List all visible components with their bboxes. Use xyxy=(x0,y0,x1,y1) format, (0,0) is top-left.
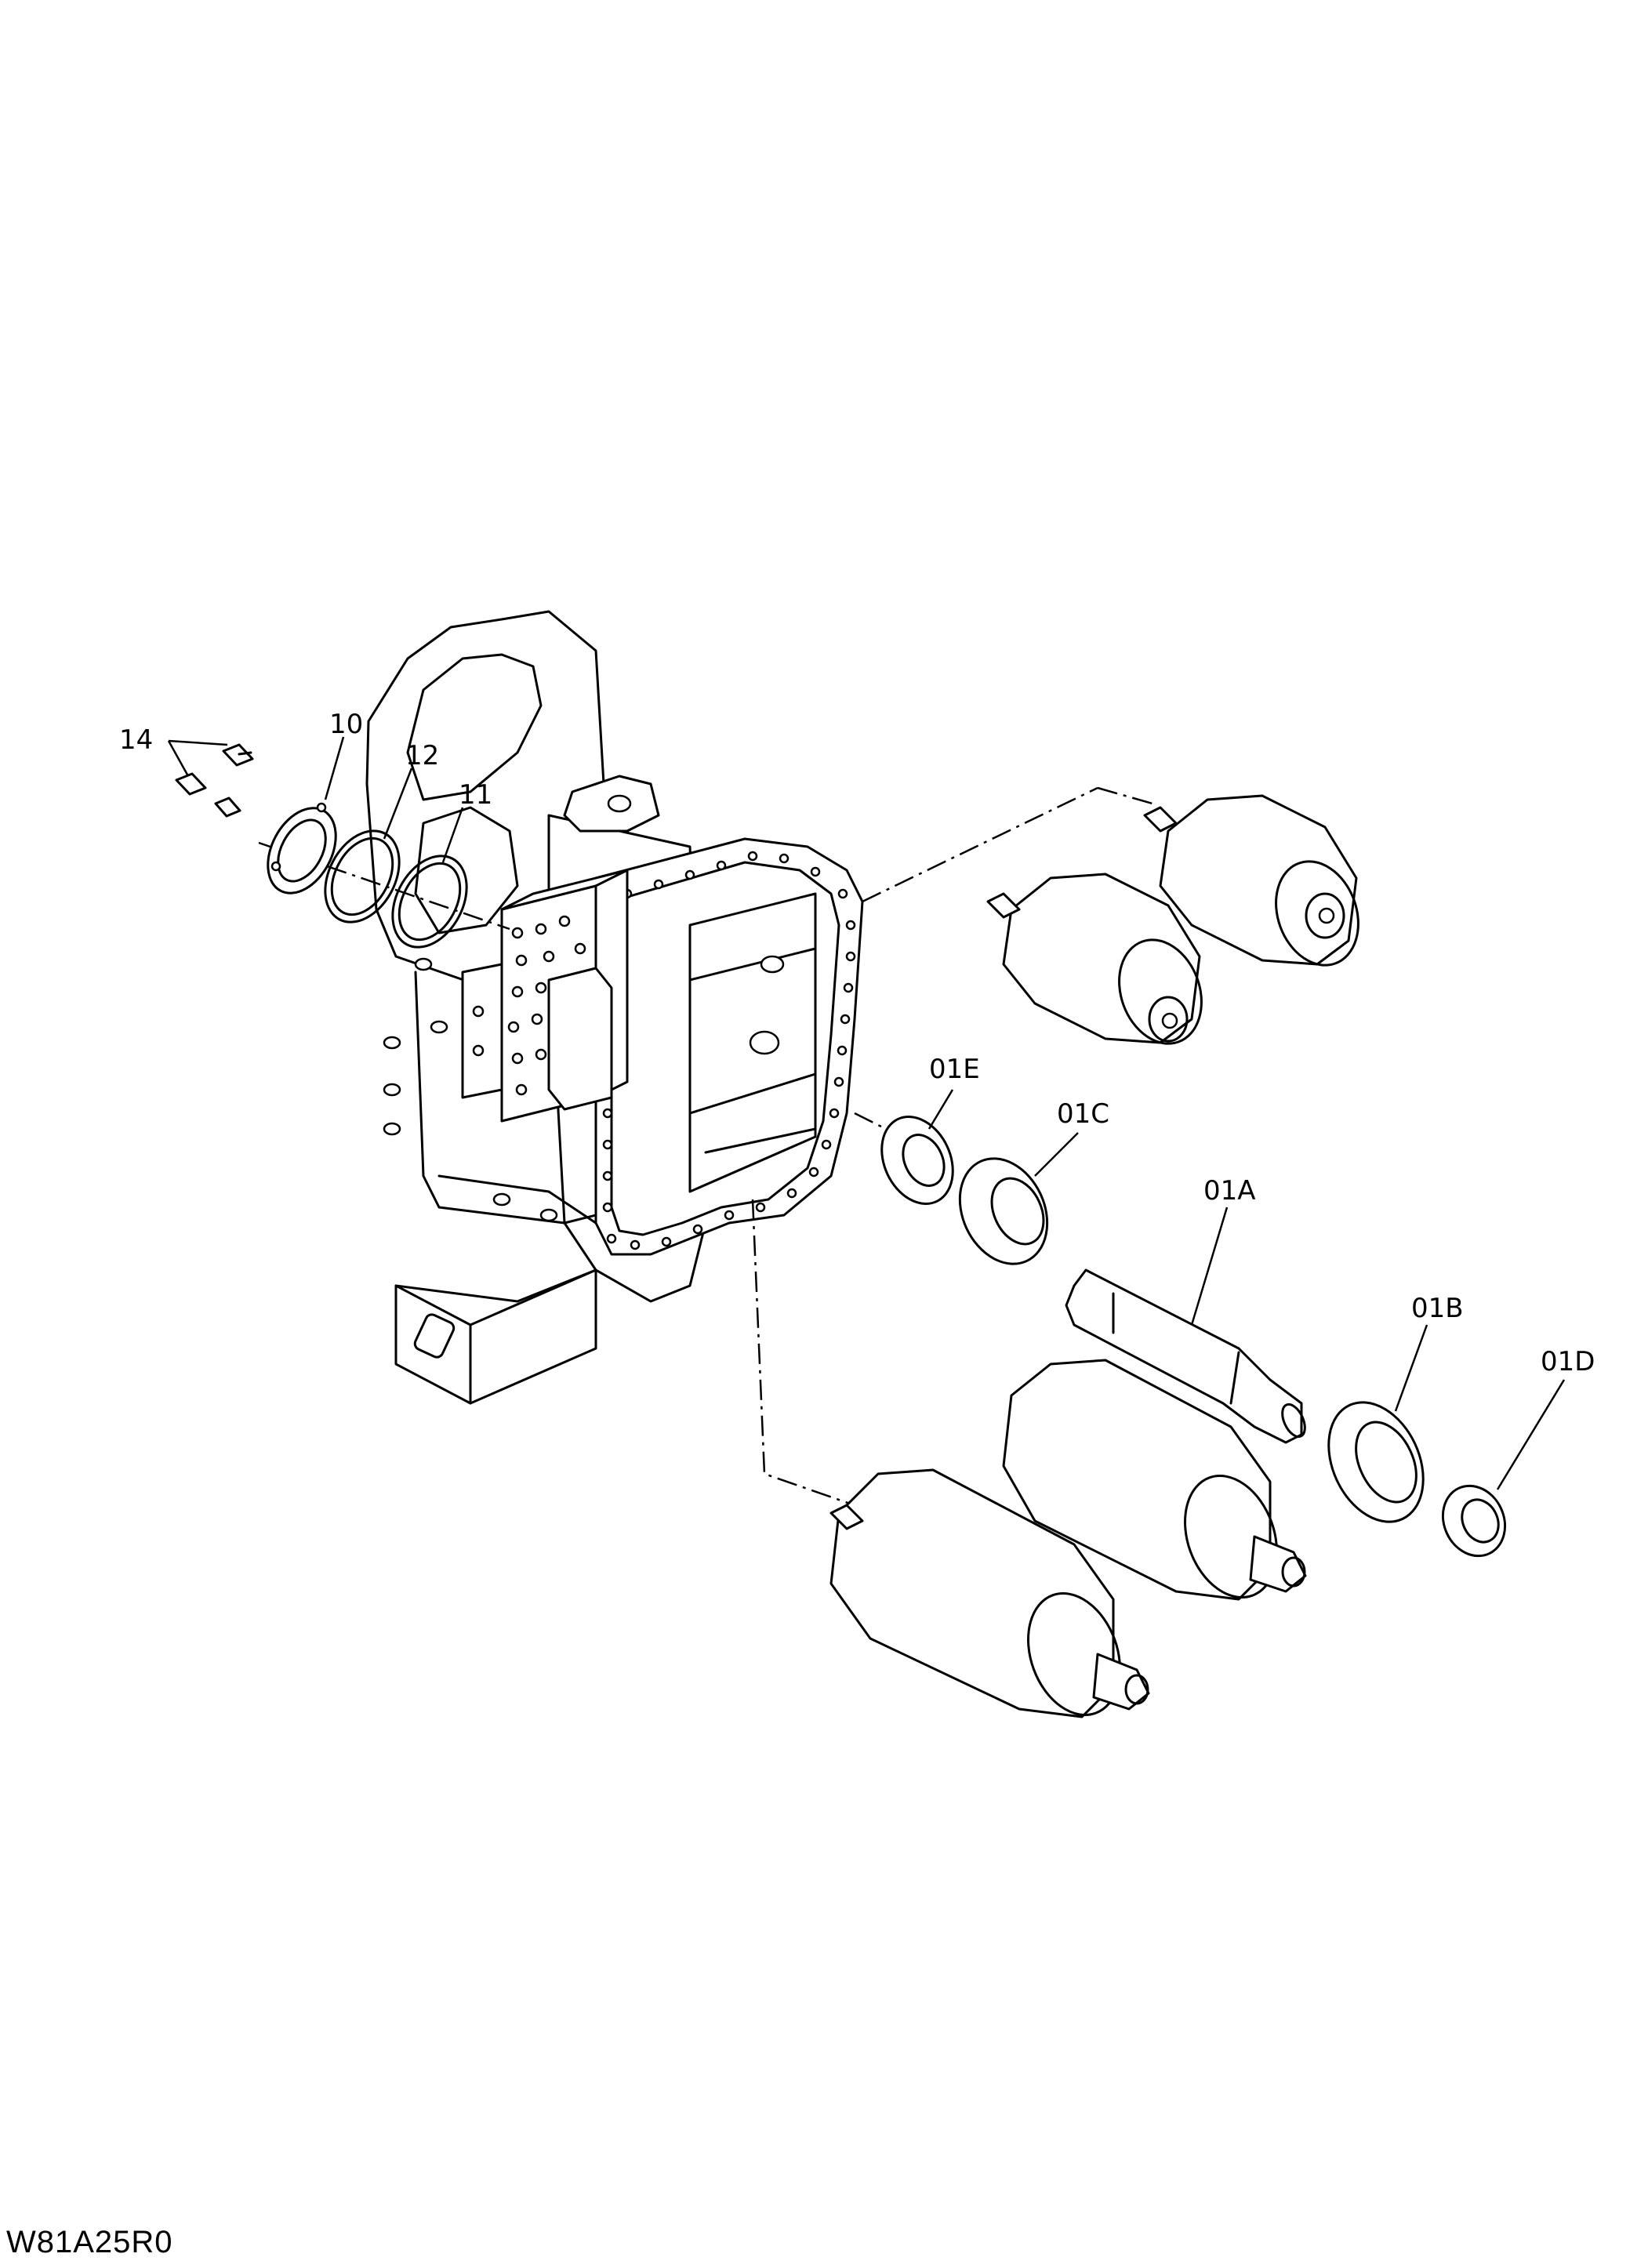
clutch-pack-bottom-center xyxy=(1002,1359,1307,1601)
seal-01D xyxy=(1441,1484,1507,1558)
callout-11: 11 xyxy=(459,779,492,811)
callout-01C: 01C xyxy=(1057,1098,1109,1130)
callout-01A: 01A xyxy=(1203,1175,1256,1207)
clutch-pack-top-right xyxy=(1143,794,1359,967)
bolt-14 xyxy=(175,743,254,818)
bearing-01B xyxy=(1327,1401,1425,1523)
bearing-01E xyxy=(880,1116,954,1205)
valve-block-ports xyxy=(472,915,586,1096)
drawing-code: W81A25R0 xyxy=(6,2225,173,2259)
callout-14: 14 xyxy=(119,724,153,756)
callout-10: 10 xyxy=(329,709,363,740)
callout-01D: 01D xyxy=(1541,1346,1595,1377)
shaft-01A xyxy=(1065,1268,1306,1444)
callout-01B: 01B xyxy=(1411,1293,1464,1324)
gasket-12 xyxy=(324,829,401,924)
callout-labels: 14 10 12 11 01E 01C 01A 01B 01D xyxy=(119,709,1595,1377)
callout-12: 12 xyxy=(405,740,439,771)
clutch-pack-bottom-left xyxy=(829,1468,1150,1718)
callout-01E: 01E xyxy=(929,1054,980,1085)
bearing-01C xyxy=(958,1157,1049,1265)
gasket-11 xyxy=(391,855,468,949)
callout-leaders xyxy=(167,736,1566,1490)
cover-plate-10 xyxy=(267,802,337,894)
control-valve-block xyxy=(461,869,629,1123)
housing-side-bosses xyxy=(383,957,558,1222)
clutch-pack-middle xyxy=(986,873,1203,1045)
